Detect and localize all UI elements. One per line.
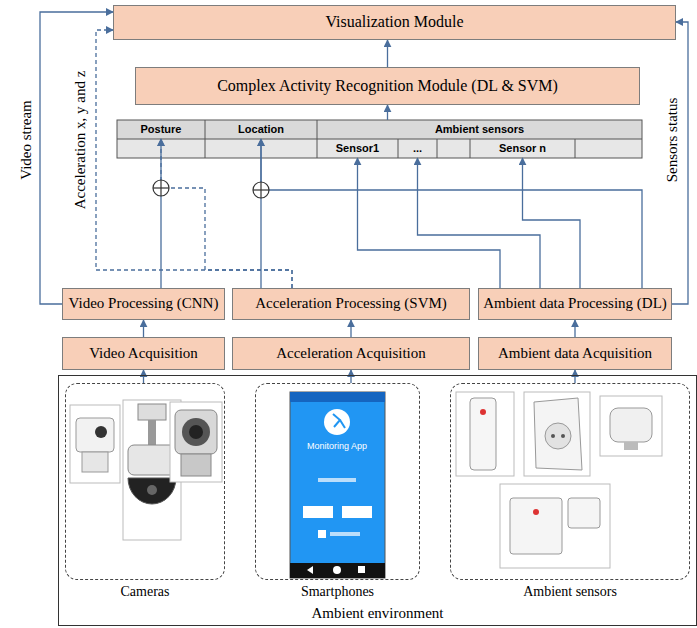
connector [160, 139, 161, 288]
connector [40, 12, 113, 304]
node-text: Smartphones [301, 584, 374, 600]
connector [387, 40, 388, 67]
device-group: Smartphones [255, 383, 420, 600]
node-text: Video Processing (CNN) [69, 295, 219, 312]
connector [418, 158, 541, 288]
node-text: Visualization Module [325, 13, 463, 31]
table-cell: Posture [117, 120, 205, 139]
connector [143, 370, 144, 383]
module-box: Ambient data Acquisition [478, 337, 672, 370]
connector [350, 370, 351, 383]
device-group: Ambient sensors [450, 383, 690, 600]
connector [143, 320, 144, 337]
device-group: Cameras [65, 383, 225, 600]
node-text: Ambient sensors [523, 584, 617, 600]
connector [161, 139, 292, 288]
connector [350, 320, 351, 337]
node-text: Ambient data Acquisition [498, 345, 652, 362]
module-box: Complex Activity Recognition Module (DL … [135, 67, 640, 105]
module-box: Visualization Module [113, 5, 676, 40]
dashed-frame [450, 383, 690, 580]
connector [261, 139, 642, 288]
node-text: ... [413, 142, 422, 155]
edge-label: Acceleration x, y and z [72, 71, 89, 210]
node-text: Ambient environment [311, 605, 443, 622]
node-text: Cameras [121, 584, 170, 600]
module-box: Video Acquisition [62, 337, 225, 370]
node-text: Ambient data Processing (DL) [483, 295, 667, 312]
edge-label: Sensors status [664, 98, 681, 183]
table-cell: Sensor n [470, 139, 575, 158]
node-text: Acceleration Acquisition [276, 345, 426, 362]
module-box: Acceleration Acquisition [232, 337, 470, 370]
connector [574, 370, 575, 383]
node-text: Sensor1 [336, 142, 379, 155]
module-box: Acceleration Processing (SVM) [232, 288, 470, 320]
table-cell: Sensor1 [317, 139, 398, 158]
node-text: Video Acquisition [89, 345, 198, 362]
node-text: Location [238, 123, 284, 136]
node-text: Posture [141, 123, 182, 136]
dashed-frame [255, 383, 420, 580]
node-text: Ambient sensors [435, 123, 524, 136]
module-box: Video Processing (CNN) [62, 288, 225, 320]
screen-text: Monitoring App [307, 441, 367, 451]
ambient-sensor-pictures [456, 392, 662, 568]
table-cell: Ambient sensors [317, 120, 642, 139]
table-cell: ... [398, 139, 437, 158]
table-cell: Location [205, 120, 317, 139]
node-text: Acceleration Processing (SVM) [255, 295, 447, 312]
module-box: Ambient data Processing (DL) [478, 288, 672, 320]
node-text: Sensor n [499, 142, 546, 155]
sum-symbol [253, 182, 269, 198]
environment-frame: Ambient environment Cameras Smartphones Amb… [58, 375, 697, 626]
connector [358, 158, 501, 288]
smartphone-picture [290, 392, 385, 578]
edge-label: Video stream [18, 100, 35, 180]
connector [574, 320, 575, 337]
dashed-frame [65, 383, 225, 580]
connector [523, 158, 581, 288]
sum-symbol [153, 180, 169, 196]
camera-pictures [70, 400, 222, 540]
node-text: Complex Activity Recognition Module (DL … [217, 77, 558, 95]
table-grid [117, 120, 642, 158]
connector [387, 105, 388, 120]
